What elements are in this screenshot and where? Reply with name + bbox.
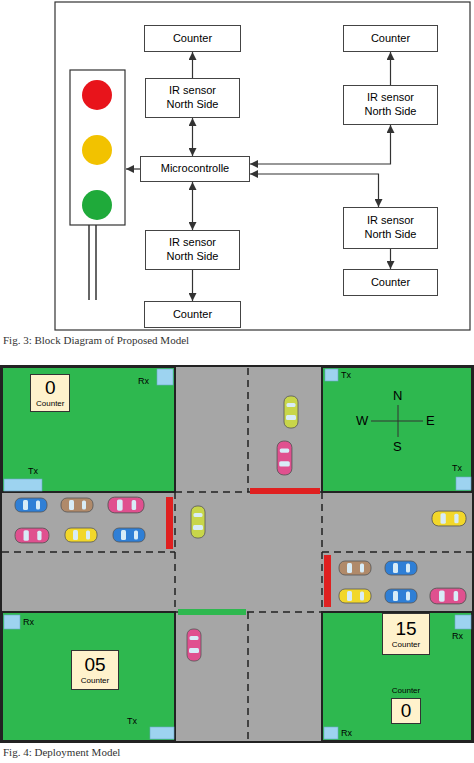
figure-caption: Fig. 4: Deployment Model bbox=[3, 746, 120, 758]
sensor-label: Tx bbox=[452, 463, 462, 473]
box-label: Counter bbox=[173, 32, 212, 46]
connector-arrow bbox=[250, 125, 391, 164]
compass-letter: S bbox=[393, 439, 402, 454]
counter-value: 05 bbox=[84, 655, 105, 676]
connector-arrow bbox=[390, 249, 391, 269]
sensor-label: Rx bbox=[341, 728, 352, 738]
box-label: IR sensor North Side bbox=[158, 84, 228, 112]
sensor-label: Tx bbox=[28, 466, 38, 476]
box-label: Microcontrolle bbox=[161, 162, 229, 176]
counter-display: Counter 0 bbox=[382, 686, 430, 724]
sensor-label: Rx bbox=[138, 376, 149, 386]
block-box: IR sensor North Side bbox=[343, 85, 438, 125]
box-label: Counter bbox=[173, 308, 212, 322]
compass-letter: N bbox=[393, 388, 402, 403]
sensor-label: Tx bbox=[341, 370, 351, 380]
block-box: Counter bbox=[343, 269, 438, 296]
sensor-label: Rx bbox=[23, 617, 34, 627]
connector-arrow bbox=[390, 52, 391, 85]
block-box: IR sensor North Side bbox=[145, 78, 240, 118]
box-label: IR sensor North Side bbox=[158, 236, 228, 264]
block-box: Counter bbox=[343, 25, 438, 52]
counter-label: Counter bbox=[392, 686, 420, 696]
box-label: Counter bbox=[371, 276, 410, 290]
block-box: Counter bbox=[144, 301, 241, 328]
block-box: Counter bbox=[144, 25, 241, 52]
compass-letter: W bbox=[356, 413, 368, 428]
counter-label: Counter bbox=[81, 676, 109, 686]
counter-box: 0 bbox=[391, 698, 421, 725]
connector-arrow bbox=[192, 270, 193, 301]
counter-display: 05Counter bbox=[71, 650, 119, 690]
counter-value: 15 bbox=[395, 619, 416, 640]
counter-value: 0 bbox=[401, 701, 412, 722]
connector-arrow bbox=[192, 182, 193, 230]
box-label: Counter bbox=[371, 32, 410, 46]
figure-caption: Fig. 3: Block Diagram of Proposed Model bbox=[3, 334, 189, 346]
sensor-label: Rx bbox=[452, 631, 463, 641]
connector-arrow bbox=[192, 52, 193, 78]
controller-box: Microcontrolle bbox=[140, 156, 250, 182]
counter-display: 0Counter bbox=[30, 374, 70, 412]
counter-display: 15Counter bbox=[382, 613, 430, 655]
counter-label: Counter bbox=[36, 399, 64, 409]
counter-label: Counter bbox=[392, 640, 420, 650]
compass-letter: E bbox=[426, 413, 435, 428]
connector-arrow bbox=[192, 118, 193, 156]
counter-value: 0 bbox=[45, 378, 56, 399]
block-box: IR sensor North Side bbox=[145, 230, 240, 270]
connector-arrow bbox=[250, 174, 379, 207]
box-label: IR sensor North Side bbox=[356, 91, 426, 119]
block-box: IR sensor North Side bbox=[343, 207, 438, 249]
box-label: IR sensor North Side bbox=[356, 214, 426, 242]
sensor-label: Tx bbox=[127, 716, 137, 726]
